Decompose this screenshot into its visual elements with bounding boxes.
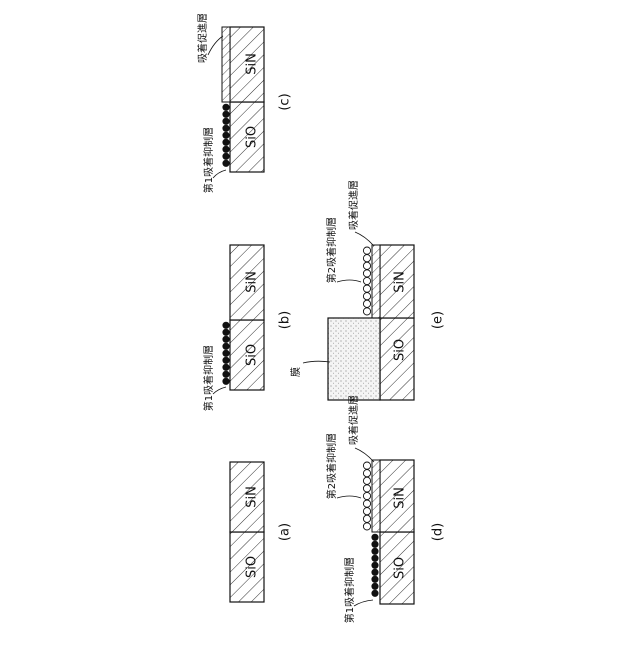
second-inhibitor-molecule <box>363 470 370 477</box>
first-inhibitor-molecule <box>223 357 230 364</box>
first-inhibitor-molecule <box>223 371 230 378</box>
panel-e-second-inhibition-layer <box>363 247 370 315</box>
second-inhibitor-molecule <box>363 262 370 269</box>
panel-b-sin-label: SiN <box>245 271 260 293</box>
first-inhibitor-molecule <box>372 548 379 555</box>
second-inhibitor-molecule <box>363 285 370 292</box>
second-inhibitor-molecule <box>363 523 370 530</box>
panel-b-first-inhibition-layer <box>223 322 230 385</box>
first-inhibitor-molecule <box>223 160 230 167</box>
first-inhibitor-molecule <box>372 569 379 576</box>
panel-e-caption: (e) <box>431 311 446 329</box>
panel-d-second-inhibition-layer <box>363 462 370 530</box>
first-inhibitor-molecule <box>223 322 230 329</box>
second-inhibitor-molecule <box>363 515 370 522</box>
second-inhibitor-molecule <box>363 293 370 300</box>
first-inhibitor-molecule <box>223 104 230 111</box>
panel-d-caption: (d) <box>431 523 446 541</box>
second-inhibitor-molecule <box>363 508 370 515</box>
second-inhibitor-molecule <box>363 300 370 307</box>
panel-d-first-inhibit-leader <box>354 600 373 606</box>
first-inhibitor-molecule <box>372 534 379 541</box>
second-inhibitor-molecule <box>363 277 370 284</box>
first-inhibitor-molecule <box>223 329 230 336</box>
panel-e-second-inhibit-leader <box>337 280 361 282</box>
panel-e: SiO SiN 膜 第2吸着抑制層 吸着促進層 (e) <box>290 180 446 400</box>
first-inhibitor-molecule <box>223 118 230 125</box>
panel-d-second-inhibit-label: 第2吸着抑制層 <box>325 433 338 499</box>
second-inhibitor-molecule <box>363 247 370 254</box>
first-inhibitor-molecule <box>372 541 379 548</box>
second-inhibitor-molecule <box>363 308 370 315</box>
panel-d-first-inhibit-label: 第1吸着抑制層 <box>343 557 356 623</box>
panel-c-promote-label: 吸着促進層 <box>196 13 209 63</box>
panel-d-promote-label: 吸着促進層 <box>347 395 360 445</box>
second-inhibitor-molecule <box>363 485 370 492</box>
panel-a-caption: (a) <box>278 523 293 541</box>
panel-b-caption: (b) <box>278 311 293 329</box>
panel-c-first-inhibition-layer <box>223 104 230 167</box>
panel-d-sio-label: SiO <box>393 557 408 579</box>
panel-d: SiO SiN 第1吸着抑制層 第2吸着抑制層 吸着促進層 (d) <box>325 395 446 623</box>
first-inhibitor-molecule <box>372 590 379 597</box>
first-inhibitor-molecule <box>372 583 379 590</box>
panel-e-sin-label: SiN <box>393 271 408 293</box>
first-inhibitor-molecule <box>223 350 230 357</box>
first-inhibitor-molecule <box>223 343 230 350</box>
panel-e-promote-label: 吸着促進層 <box>347 180 360 230</box>
panel-b-first-inhibit-label: 第1吸着抑制層 <box>202 345 215 411</box>
panel-b: SiO SiN 第1吸着抑制層 (b) <box>202 245 293 411</box>
panel-d-promote-leader <box>355 448 374 462</box>
first-inhibitor-molecule <box>372 555 379 562</box>
panel-a-sio-label: SiO <box>245 556 260 578</box>
panel-c-promote-leader <box>208 36 223 55</box>
panel-a: SiO SiN (a) <box>230 462 293 602</box>
panel-a-sin-label: SiN <box>245 486 260 508</box>
panel-c-sin-label: SiN <box>245 53 260 75</box>
first-inhibitor-molecule <box>223 336 230 343</box>
panel-c: SiO SiN 第1吸着抑制層 吸着促進層 (c) <box>196 13 293 193</box>
first-inhibitor-molecule <box>223 146 230 153</box>
second-inhibitor-molecule <box>363 255 370 262</box>
panel-c-caption: (c) <box>278 93 293 110</box>
first-inhibitor-molecule <box>372 562 379 569</box>
second-inhibitor-molecule <box>363 500 370 507</box>
first-inhibitor-molecule <box>223 125 230 132</box>
panel-e-adsorption-promoting-layer <box>372 245 380 318</box>
first-inhibitor-molecule <box>223 111 230 118</box>
panel-e-sio-label: SiO <box>393 339 408 361</box>
panel-e-film <box>328 318 380 400</box>
panel-d-first-inhibition-layer <box>372 534 379 597</box>
second-inhibitor-molecule <box>363 462 370 469</box>
first-inhibitor-molecule <box>223 378 230 385</box>
panel-d-sin-label: SiN <box>393 487 408 509</box>
first-inhibitor-molecule <box>223 139 230 146</box>
second-inhibitor-molecule <box>363 477 370 484</box>
panel-d-second-inhibit-leader <box>337 496 361 498</box>
panel-e-film-leader <box>303 361 330 363</box>
panel-c-first-inhibit-label: 第1吸着抑制層 <box>202 127 215 193</box>
first-inhibitor-molecule <box>223 153 230 160</box>
panel-e-second-inhibit-label: 第2吸着抑制層 <box>325 217 338 283</box>
first-inhibitor-molecule <box>223 364 230 371</box>
panel-b-sio-label: SiO <box>245 344 260 366</box>
second-inhibitor-molecule <box>363 492 370 499</box>
panel-e-promote-leader <box>355 232 374 246</box>
panel-e-film-label: 膜 <box>290 367 302 377</box>
second-inhibitor-molecule <box>363 270 370 277</box>
panel-c-sio-label: SiO <box>245 126 260 148</box>
panel-d-adsorption-promoting-layer <box>372 460 380 532</box>
first-inhibitor-molecule <box>223 132 230 139</box>
first-inhibitor-molecule <box>372 576 379 583</box>
panel-c-adsorption-promoting-layer <box>222 27 230 102</box>
